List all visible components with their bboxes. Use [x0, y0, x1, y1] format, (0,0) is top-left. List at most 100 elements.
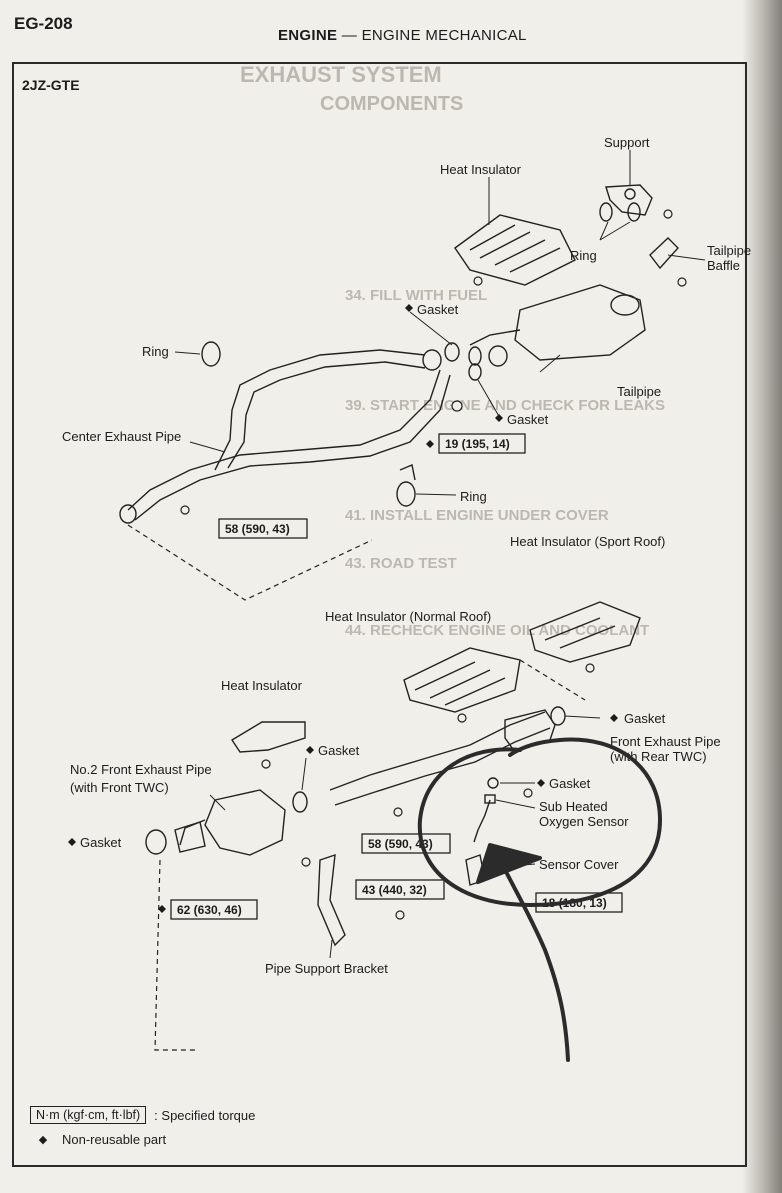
torque-58a: 58 (590, 43) [225, 522, 290, 536]
tailpipe-baffle-shape [649, 237, 679, 270]
torque-box-19 [438, 433, 526, 454]
bolt-1 [180, 505, 190, 515]
label-ring-top: Ring [570, 248, 597, 263]
label-front-exhaust-pipe-1: Front Exhaust Pipe [610, 734, 721, 749]
center-pipe-left-run [214, 349, 426, 471]
leader-ring-lower [415, 493, 457, 496]
bleed-text-1: EXHAUST SYSTEM [240, 62, 442, 87]
bleed-through: EXHAUST SYSTEM COMPONENTS 34. FILL WITH … [240, 62, 665, 639]
marker-arrow-shaft [498, 858, 570, 1062]
leader-tailpipe [539, 354, 561, 373]
nut-4 [451, 400, 463, 412]
bleed-text-4: 39. START ENGINE AND CHECK FOR LEAKS [345, 397, 665, 414]
label-tailpipe: Tailpipe [617, 384, 661, 399]
nut-5 [585, 663, 595, 673]
sensor-gasket-shape [487, 777, 499, 789]
leader-gasket-right [564, 715, 601, 719]
dashed-bottom-left [154, 859, 195, 1051]
label-heat-insulator-top: Heat Insulator [440, 162, 522, 177]
diamond-gasket-top [405, 304, 413, 312]
part-drawings [119, 184, 679, 947]
labels: Support Heat Insulator Tailpipe Baffle R… [62, 135, 751, 976]
legend-non-reusable: Non-reusable part [62, 1131, 167, 1147]
page-title: ENGINE — ENGINE MECHANICAL [278, 27, 527, 44]
gasket-mid-a [468, 346, 482, 366]
page-edge-shadow [742, 0, 782, 1193]
diamond-t19 [426, 440, 434, 448]
legend: N·m (kgf·cm, ft·lbf) : Specified torque … [30, 1103, 255, 1151]
nut-2 [473, 276, 483, 286]
front-twc-body [204, 789, 286, 856]
diamond-gasket-mid [495, 414, 503, 422]
marker-arrow-head [476, 843, 542, 884]
leader-gasket-mid [477, 379, 501, 419]
nut-1 [663, 209, 673, 219]
leader-baffle [667, 254, 706, 261]
torque-specs: 19 (195, 14) 58 (590, 43) 58 (590, 43) 4… [170, 433, 623, 920]
label-gasket-mid: Gasket [507, 412, 549, 427]
nut-3 [677, 277, 687, 287]
front-twc-flange [174, 821, 206, 853]
muffler-shape [514, 284, 646, 361]
oxygen-sensor-wire [473, 799, 491, 843]
bleed-text-7: 44. RECHECK ENGINE OIL AND COOLANT [345, 622, 649, 639]
diamond-gasket-right [610, 714, 618, 722]
label-sensor-cover: Sensor Cover [539, 857, 619, 872]
nut-6 [457, 713, 467, 723]
label-tailpipe-baffle-1: Tailpipe [707, 243, 751, 258]
legend-row-torque: N·m (kgf·cm, ft·lbf) : Specified torque [30, 1103, 255, 1127]
torque-19: 19 (195, 14) [445, 437, 510, 451]
nut-7 [301, 857, 311, 867]
heat-insulator-sport-ribs [544, 617, 616, 649]
label-gasket-right: Gasket [624, 711, 666, 726]
leader-center-pipe [189, 441, 226, 453]
label-ring-left: Ring [142, 344, 169, 359]
heat-insulator-top-shape [454, 214, 576, 286]
page-number: EG-208 [14, 14, 73, 33]
bolt-3 [393, 807, 403, 817]
leader-gasket-top [409, 311, 453, 346]
section-title: ENGINE [278, 27, 338, 44]
gasket-left-mid-shape [292, 791, 308, 813]
label-heat-insulator-left: Heat Insulator [221, 678, 303, 693]
dashed-center [127, 524, 373, 601]
diamond-gasket-far-left [68, 838, 76, 846]
oxygen-sensor-body [484, 794, 496, 804]
label-no2-front-1: No.2 Front Exhaust Pipe [70, 762, 212, 777]
torque-box-62 [170, 899, 258, 920]
bleed-text-6: 43. ROAD TEST [345, 555, 457, 572]
torque-box-18 [535, 892, 623, 913]
tailpipe-inlet [469, 329, 521, 346]
center-pipe-right-run-2 [134, 374, 451, 521]
label-sub-heated-1: Sub Heated [539, 799, 608, 814]
bleed-text-2: COMPONENTS [320, 93, 463, 115]
torque-box-58a [218, 518, 308, 539]
diamond-gasket-left-mid [306, 746, 314, 754]
bleed-text-3: 34. FILL WITH FUEL [345, 287, 487, 304]
non-reusable-markers [68, 304, 618, 913]
diamond-t62 [158, 905, 166, 913]
bolt-4 [395, 910, 405, 920]
heat-insulator-sport-shape [529, 601, 641, 663]
leader-gasket-left-mid [301, 757, 307, 791]
torque-58b: 58 (590, 43) [368, 837, 433, 851]
bleed-text-5: 41. INSTALL ENGINE UNDER COVER [345, 507, 609, 524]
diamond-icon: ◆ [38, 1133, 48, 1146]
leader-sub-heated [495, 799, 536, 809]
heat-insulator-normal-shape [403, 647, 521, 713]
support-hole [624, 188, 636, 200]
leader-ring-top-a [599, 221, 609, 241]
dashed-right [519, 659, 586, 701]
ring-lower-hanger [399, 464, 416, 481]
marker-circle [417, 737, 662, 907]
heat-insulator-normal-ribs [414, 661, 506, 706]
torque-43: 43 (440, 32) [362, 883, 427, 897]
label-tailpipe-baffle-2: Baffle [707, 258, 740, 273]
marker-annotation [417, 737, 662, 1062]
flange-left [422, 349, 442, 371]
pipe-support-bracket-shape [317, 853, 346, 947]
legend-specified-torque: : Specified torque [154, 1107, 256, 1123]
label-heat-insulator-sport: Heat Insulator (Sport Roof) [510, 534, 665, 549]
label-support: Support [604, 135, 650, 150]
